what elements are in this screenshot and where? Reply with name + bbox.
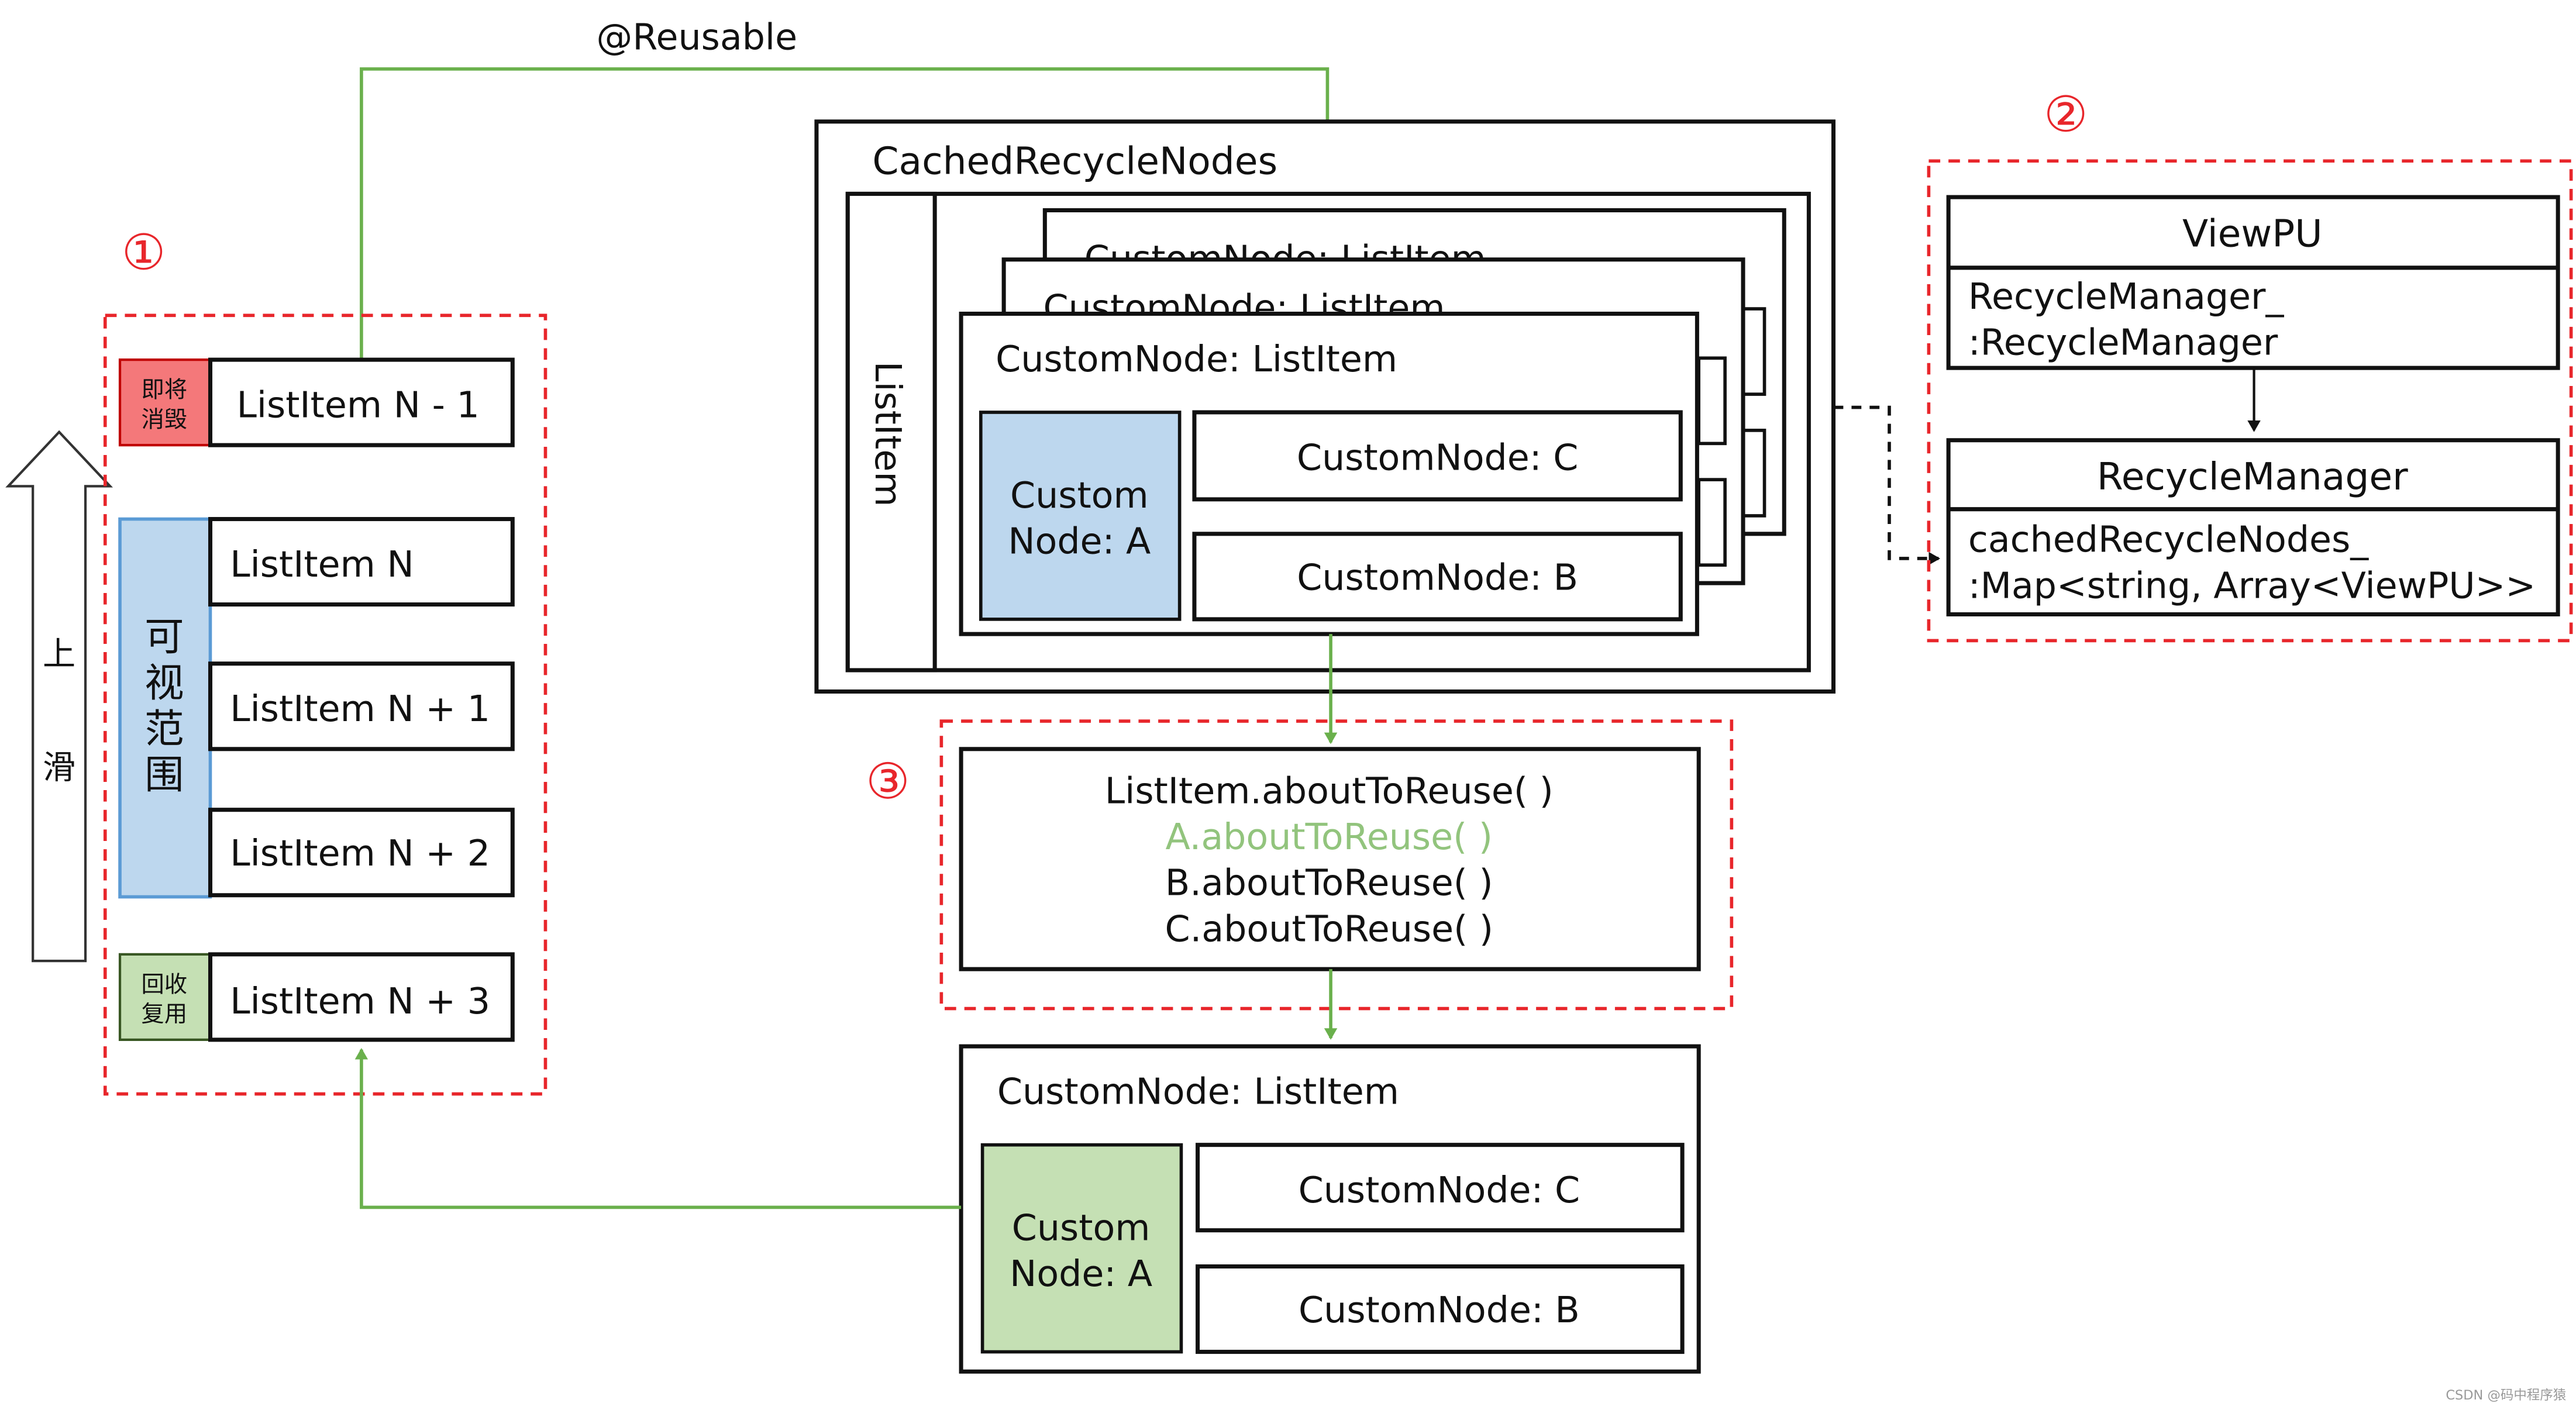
list-item-label: ListItem N <box>230 543 414 585</box>
reuse-call: C.aboutToReuse( ) <box>1165 908 1493 950</box>
recycle-manager-field-line2: :Map<string, Array<ViewPU>> <box>1968 564 2536 606</box>
list-item-label: ListItem N - 1 <box>236 384 479 426</box>
destroy-badge-line1: 即将 <box>142 377 188 404</box>
cache-node-a-box <box>979 411 1182 621</box>
viewpu-field-line2: :RecycleManager <box>1968 322 2278 364</box>
result-node-c-box <box>1196 1143 1685 1233</box>
reuse-call: B.aboutToReuse( ) <box>1165 862 1493 904</box>
result-node-title: CustomNode: ListItem <box>997 1070 1399 1112</box>
visible-badge-char4: 围 <box>144 751 184 798</box>
list-item-box <box>208 357 515 447</box>
visible-badge-char2: 视 <box>144 660 184 706</box>
recycle-manager-title: RecycleManager <box>2097 455 2408 499</box>
recycle-manager-field-line1: cachedRecycleNodes_ <box>1968 519 2369 561</box>
stacked-node-front: CustomNode: ListItem Custom Node: A Cust… <box>959 311 1699 636</box>
list-item-label: ListItem N + 1 <box>230 688 490 730</box>
cache-list-item-side <box>845 191 937 673</box>
list-item-box <box>208 661 515 751</box>
result-node-b-label: CustomNode: B <box>1299 1289 1580 1331</box>
marker-three: ③ <box>866 753 910 810</box>
list-item-box <box>208 952 515 1042</box>
viewpu-field-line1: RecycleManager_ <box>1968 275 2285 318</box>
stacked-node-front-title: CustomNode: ListItem <box>996 338 1397 380</box>
recycle-badge-line1: 回收 <box>142 971 188 998</box>
marker-one: ① <box>122 224 166 281</box>
result-node-a-line1: Custom <box>1012 1207 1151 1249</box>
cache-node-c-box <box>1192 410 1683 502</box>
result-node-b-box <box>1196 1264 1685 1354</box>
result-node-c-label: CustomNode: C <box>1299 1169 1580 1211</box>
cache-to-manager-link <box>1833 405 1941 566</box>
cache-node-b-label: CustomNode: B <box>1297 556 1578 598</box>
visible-badge-char3: 范 <box>144 706 184 752</box>
result-node-a-box <box>980 1143 1183 1354</box>
list-item-label: ListItem N + 2 <box>230 832 490 874</box>
recycle-manager-box <box>1946 438 2560 616</box>
cache-node-a-line1: Custom <box>1010 474 1149 516</box>
reusable-annotation: @Reusable <box>597 16 798 58</box>
visible-range-badge <box>118 517 212 899</box>
cache-node-c-label: CustomNode: C <box>1297 436 1579 478</box>
scroll-label-top: 上 <box>43 636 75 674</box>
marker-two: ② <box>2044 86 2088 143</box>
cache-node-a-line2: Node: A <box>1008 520 1151 563</box>
result-node-a-line2: Node: A <box>1010 1253 1152 1295</box>
scroll-label-bottom: 滑 <box>43 749 75 787</box>
destroy-badge-line2: 消毁 <box>142 406 188 433</box>
reuse-call: ListItem.aboutToReuse( ) <box>1105 770 1554 812</box>
reuse-region <box>939 719 1734 1011</box>
list-item-label: ListItem N + 3 <box>230 980 490 1022</box>
viewpu-title: ViewPU <box>2182 212 2323 256</box>
recycle-badge <box>118 953 212 1042</box>
cache-node-b-box <box>1192 532 1683 622</box>
viewpu-region <box>1927 159 2573 643</box>
reuse-call: A.aboutToReuse( ) <box>1166 816 1493 858</box>
viewpu-box <box>1946 195 2560 370</box>
reuse-calls-box <box>959 747 1701 971</box>
recycle-badge-line2: 复用 <box>142 1001 188 1028</box>
visible-badge-char1: 可 <box>144 613 184 660</box>
result-to-list-arrow <box>354 1047 962 1209</box>
scroll-up-arrow: 上 滑 <box>5 430 113 963</box>
cached-recycle-nodes-title: CachedRecycleNodes <box>872 140 1277 184</box>
watermark: CSDN @码中程序猿 <box>2446 1388 2566 1403</box>
cache-list-item-side-label: ListItem <box>867 361 909 507</box>
list-item-box <box>208 808 515 898</box>
list-item-box <box>208 517 515 607</box>
